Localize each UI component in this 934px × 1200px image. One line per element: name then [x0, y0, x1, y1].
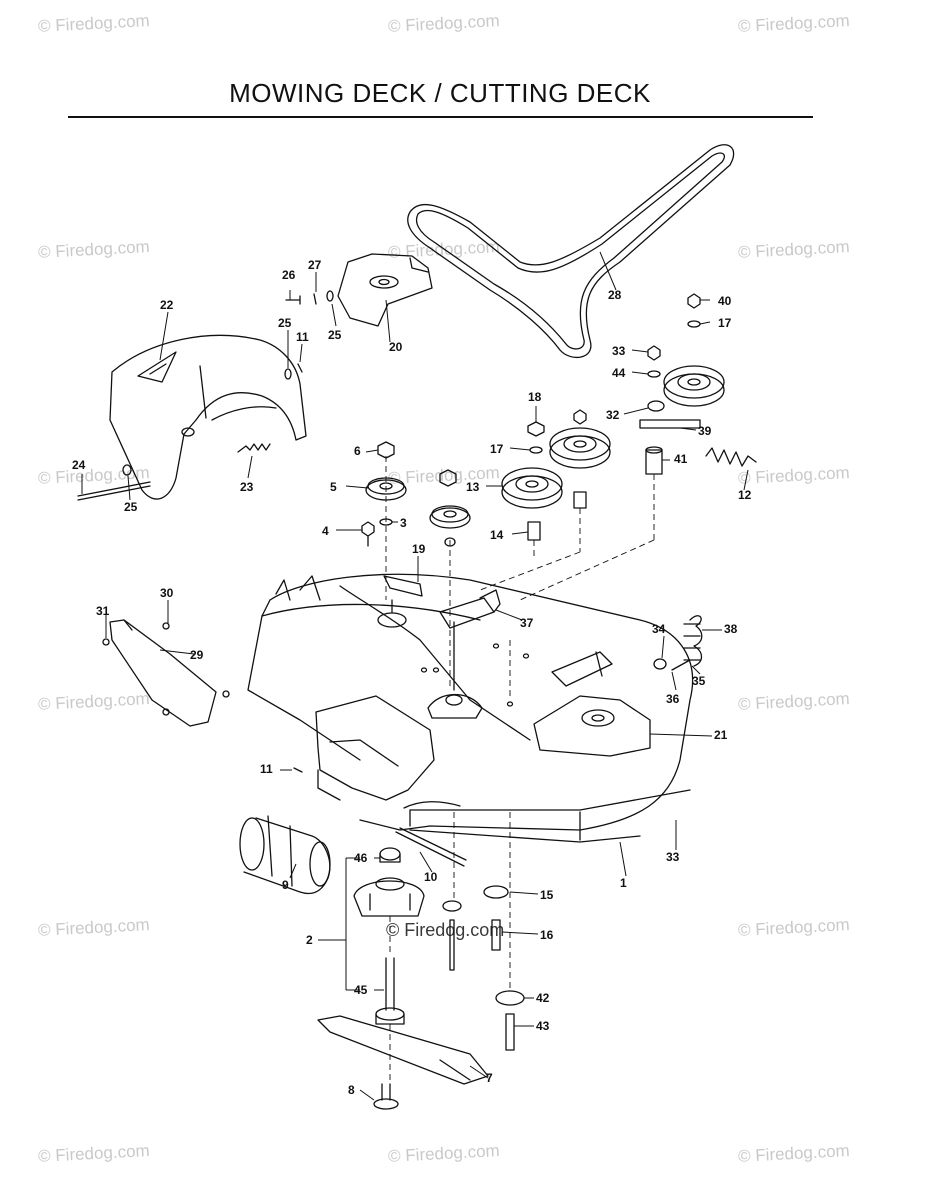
callout-19: 19 [412, 542, 426, 556]
callout-7: 7 [486, 1071, 493, 1085]
callout-5: 5 [330, 480, 337, 494]
callout-13: 13 [466, 480, 480, 494]
callout-25: 25 [124, 500, 138, 514]
callout-15: 15 [540, 888, 554, 902]
callout-12: 12 [738, 488, 752, 502]
callout-23: 23 [240, 480, 254, 494]
callout-41: 41 [674, 452, 688, 466]
anti-scalp-bar [102, 619, 230, 727]
callout-22: 22 [160, 298, 174, 312]
callout-39: 39 [698, 424, 712, 438]
title-rule [68, 116, 813, 118]
drive-belt [407, 144, 735, 359]
callout-28: 28 [608, 288, 622, 302]
callout-6: 6 [354, 444, 361, 458]
callout-17: 17 [718, 316, 732, 330]
callout-30: 30 [160, 586, 174, 600]
callout-46: 46 [354, 851, 368, 865]
callout-26: 26 [282, 268, 296, 282]
callout-24: 24 [72, 458, 86, 472]
callout-37: 37 [520, 616, 534, 630]
callout-8: 8 [348, 1083, 355, 1097]
callout-16: 16 [540, 928, 554, 942]
deck-roller [239, 815, 331, 895]
callout-43: 43 [536, 1019, 550, 1033]
callout-1: 1 [620, 876, 627, 890]
idler-spring [705, 447, 757, 467]
callout-34: 34 [652, 622, 666, 636]
diagram-title: MOWING DECK / CUTTING DECK [229, 78, 651, 108]
callout-14: 14 [490, 528, 504, 542]
callout-18: 18 [528, 390, 542, 404]
callout-36: 36 [666, 692, 680, 706]
tension-spring [653, 615, 703, 671]
callout-20: 20 [389, 340, 403, 354]
callout-33: 33 [612, 344, 626, 358]
belt-guard-cover [337, 253, 433, 327]
spindle-assembly [353, 847, 425, 1025]
callout-31: 31 [96, 604, 110, 618]
chute-spring [237, 443, 271, 453]
discharge-chute [109, 334, 307, 500]
callout-40: 40 [718, 294, 732, 308]
callout-3: 3 [400, 516, 407, 530]
callout-10: 10 [424, 870, 438, 884]
callout-25: 25 [278, 316, 292, 330]
callout-45: 45 [354, 983, 368, 997]
callout-25: 25 [328, 328, 342, 342]
pulley-stack [361, 293, 725, 547]
callout-42: 42 [536, 991, 550, 1005]
callout-2: 2 [306, 933, 313, 947]
watermark-center: © Firedog.com [386, 920, 505, 940]
callout-35: 35 [692, 674, 706, 688]
callout-9: 9 [282, 878, 289, 892]
blade-bolt [373, 1083, 399, 1110]
callout-33: 33 [666, 850, 680, 864]
callout-4: 4 [322, 524, 329, 538]
callout-11: 11 [296, 330, 309, 344]
mower-deck [247, 573, 694, 843]
callout-32: 32 [606, 408, 620, 422]
callout-44: 44 [612, 366, 626, 380]
callout-17: 17 [490, 442, 504, 456]
roller-axle [395, 827, 467, 867]
callout-21: 21 [714, 728, 728, 742]
chute-rod [77, 481, 151, 501]
callout-11: 11 [260, 762, 273, 776]
callout-38: 38 [724, 622, 738, 636]
mower-blade [317, 1015, 489, 1085]
callout-29: 29 [190, 648, 204, 662]
callout-27: 27 [308, 258, 322, 272]
